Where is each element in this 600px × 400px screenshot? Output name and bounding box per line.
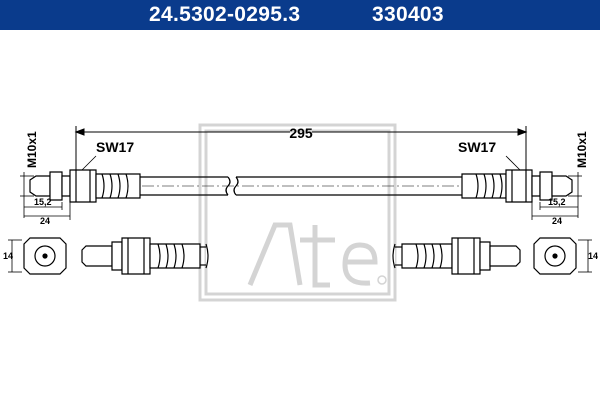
diameter-right: 14 — [588, 251, 598, 261]
overall-fitting-left: 24 — [40, 216, 50, 226]
thread-dimension-left — [20, 172, 34, 200]
part-number: 24.5302-0295.3 — [149, 3, 301, 26]
technical-drawing: 295 SW17 SW17 M10x1 M10x1 15,2 24 15,2 2… — [3, 123, 598, 302]
wrench-size-right: SW17 — [458, 139, 496, 155]
thread-size-left: M10x1 — [25, 131, 39, 168]
fitting-side-view-right — [392, 237, 521, 275]
ate-watermark — [198, 123, 397, 302]
end-view-left — [8, 237, 67, 275]
thread-dimension-right — [568, 172, 582, 200]
fitting-length-left: 15,2 — [34, 197, 52, 207]
end-view-right — [533, 237, 592, 275]
fitting-dims-right — [531, 200, 579, 220]
reference-number: 330403 — [372, 3, 444, 26]
diameter-left: 14 — [3, 251, 13, 261]
fitting-dims-left — [23, 200, 71, 220]
fitting-side-view-left — [81, 237, 209, 275]
wrench-size-left: SW17 — [96, 139, 134, 155]
length-dimension — [74, 126, 528, 172]
fitting-length-right: 15,2 — [548, 197, 566, 207]
overall-fitting-right: 24 — [552, 216, 562, 226]
title-bar: 24.5302-0295.3 330403 — [0, 0, 600, 30]
length-label: 295 — [289, 125, 313, 141]
thread-size-right: M10x1 — [575, 131, 589, 168]
hose-main — [29, 169, 573, 203]
